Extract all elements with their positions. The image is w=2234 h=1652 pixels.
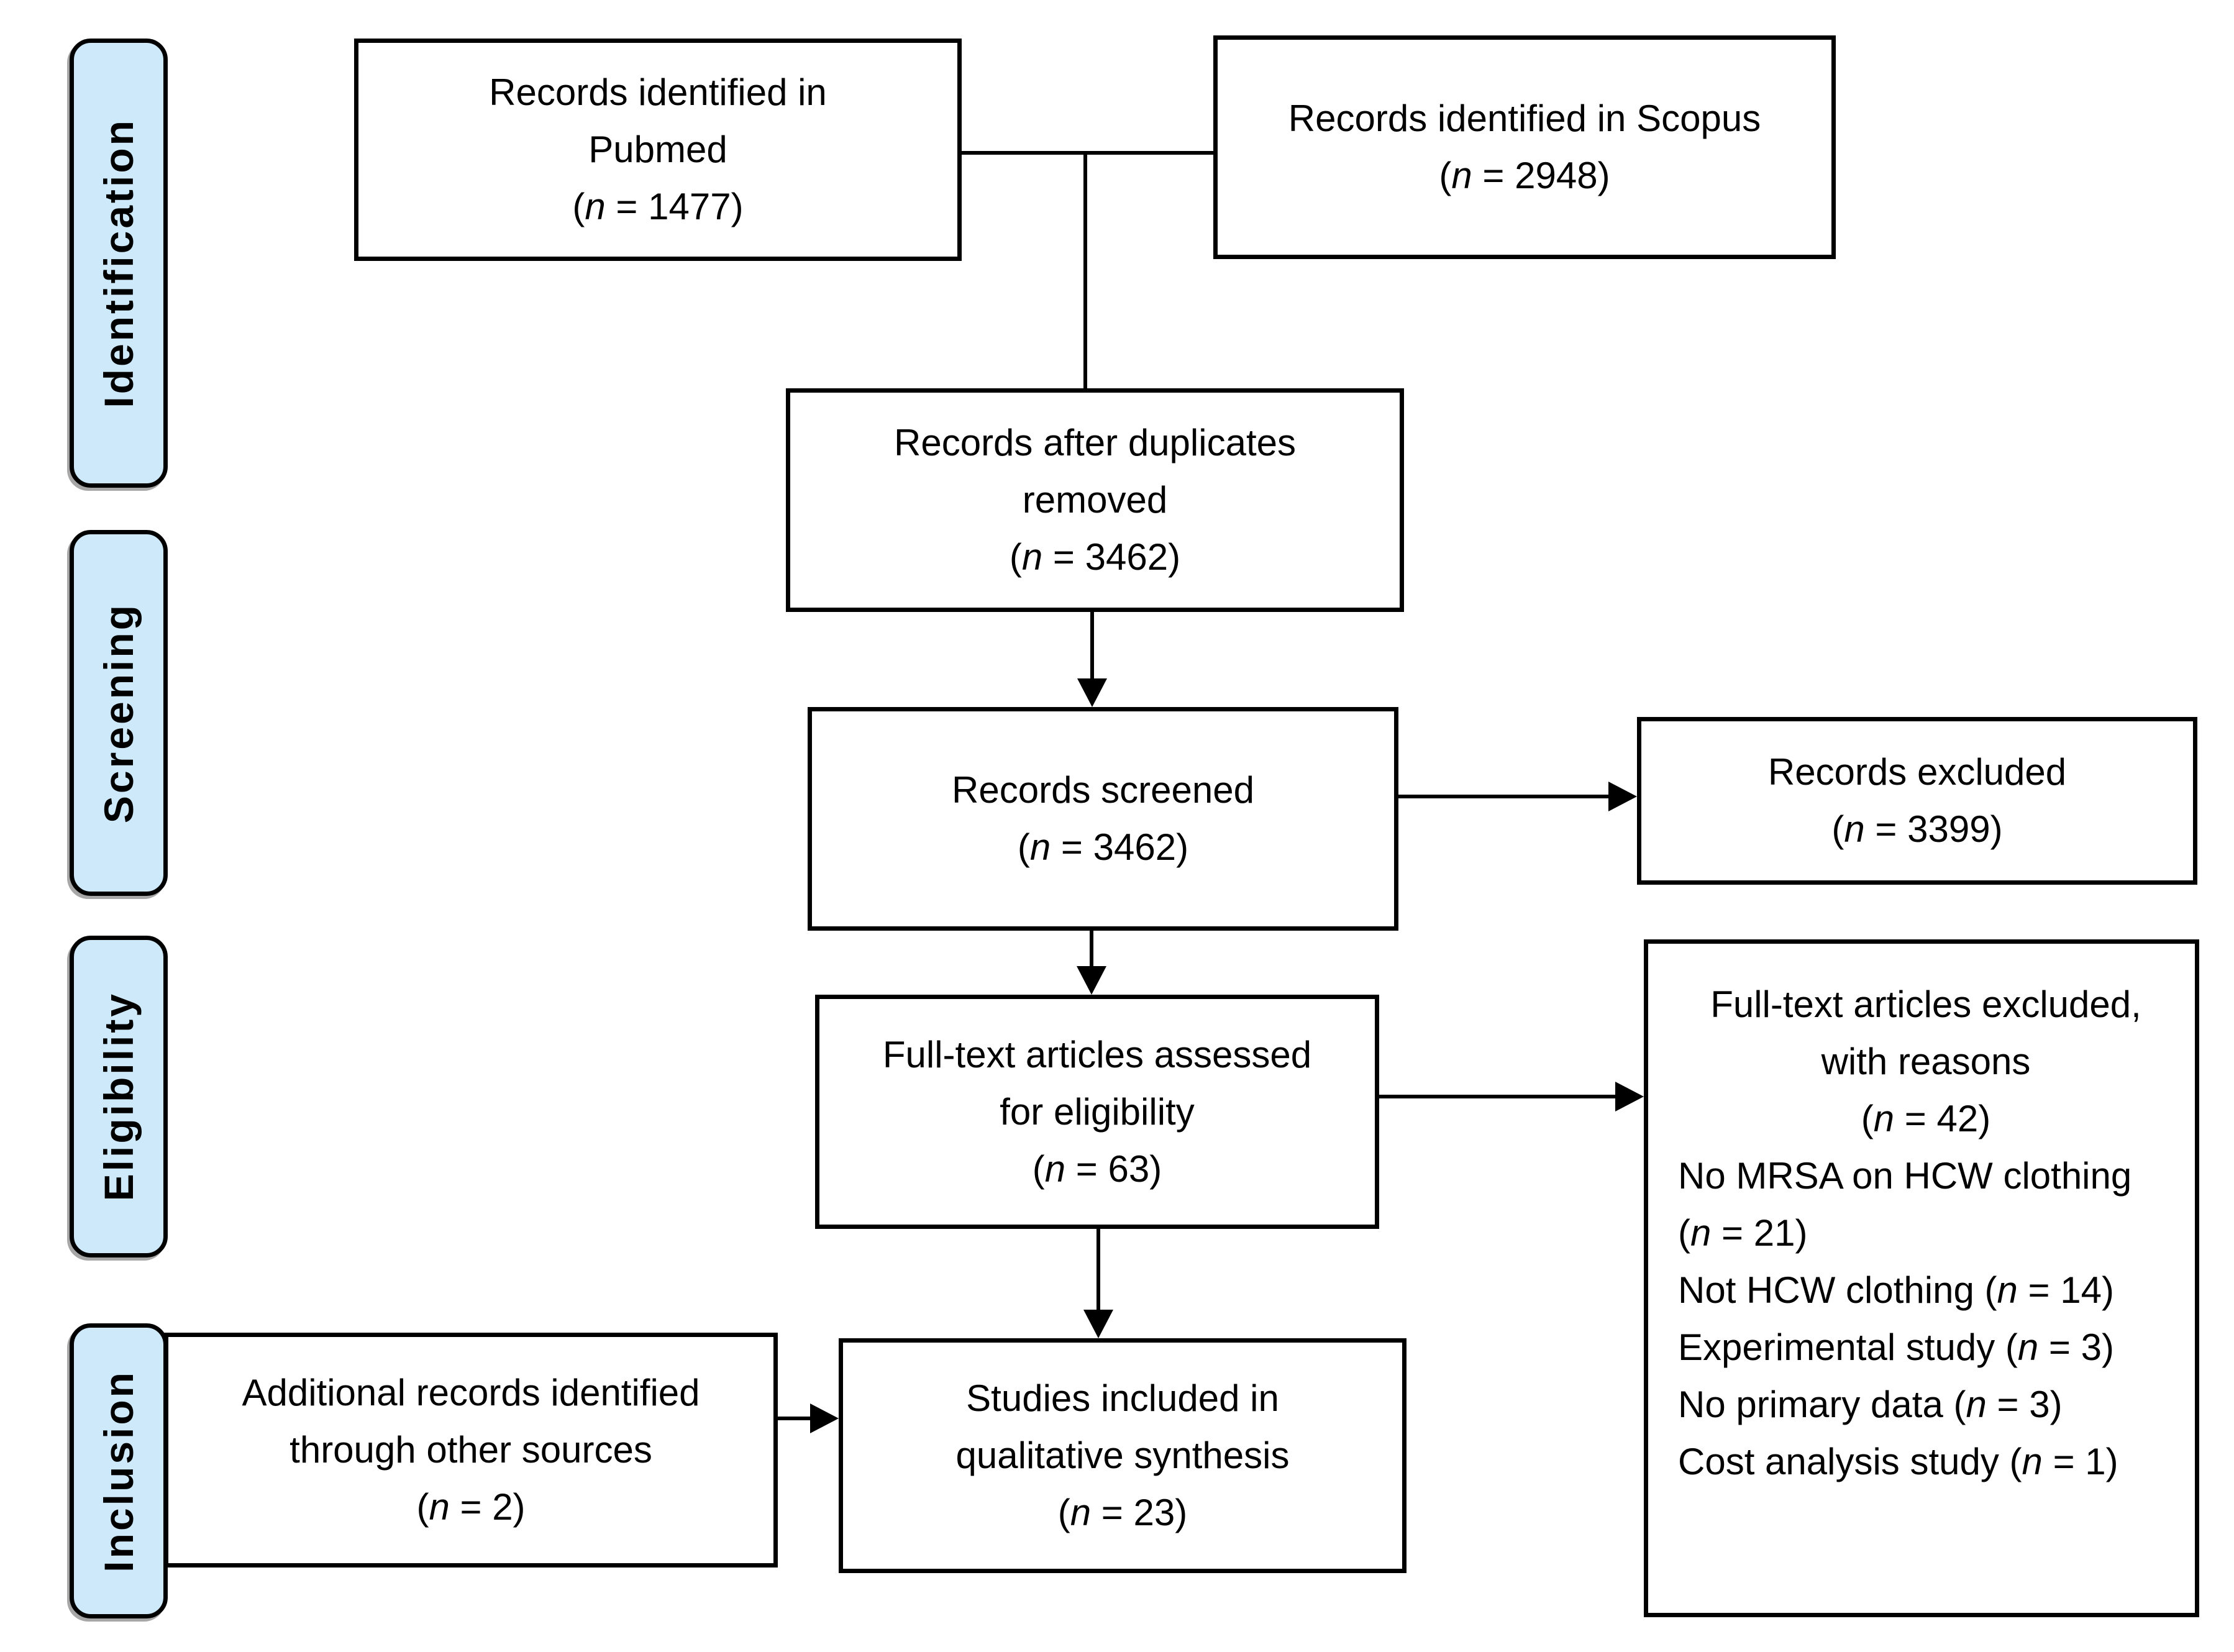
box-text-line: (n = 3462) <box>1017 826 1189 868</box>
box-text-line: qualitative synthesis <box>955 1435 1290 1476</box>
connector-fulltext-to-studies <box>1096 1229 1100 1312</box>
box-text-line: Full-text articles assessed <box>882 1033 1312 1075</box>
box-text-line: (n = 2948) <box>1439 155 1610 196</box>
box-text-line: (n = 21) <box>1678 1212 1808 1254</box>
box-text-line: Full-text articles excluded, <box>1710 983 2141 1025</box>
box-text-line: (n = 42) <box>1861 1098 1991 1139</box>
box-text-line: (n = 3462) <box>1009 536 1181 578</box>
box-fulltext-assessed: Full-text articles assessed for eligibili… <box>815 995 1379 1229</box>
phase-screening: Screening <box>70 530 168 896</box>
box-text-line: Records identified in Scopus <box>1288 98 1761 139</box>
box-text-line: Records screened <box>952 769 1254 811</box>
connector-screened-to-fulltext <box>1090 931 1093 969</box>
box-text-line: Additional records identified <box>242 1372 700 1413</box>
arrowhead-right-icon <box>1608 782 1637 811</box>
box-text-line: (n = 1477) <box>572 186 744 227</box>
connector-fulltext-to-reasons <box>1379 1095 1618 1098</box>
connector-additional-to-studies <box>778 1417 813 1420</box>
arrowhead-right-icon <box>810 1403 839 1433</box>
box-text-line: (n = 3399) <box>1831 808 2003 850</box>
box-records-screened: Records screened (n = 3462) <box>808 707 1398 931</box>
arrowhead-down-icon <box>1083 1310 1113 1338</box>
box-text-line: through other sources <box>290 1429 652 1471</box>
box-studies-included: Studies included in qualitative synthesis… <box>839 1338 1407 1573</box>
connector-screened-to-excluded <box>1398 795 1611 798</box>
phase-identification-label: Identification <box>96 118 142 408</box>
box-records-identified-scopus: Records identified in Scopus (n = 2948) <box>1213 35 1836 259</box>
box-text-line: with reasons <box>1821 1041 2031 1082</box>
phase-screening-label: Screening <box>96 602 142 824</box>
arrowhead-down-icon <box>1077 678 1107 707</box>
box-text-line: Records identified in <box>489 71 827 113</box>
box-text-line: Cost analysis study (n = 1) <box>1678 1441 2118 1482</box>
box-text-line: (n = 63) <box>1032 1148 1162 1190</box>
box-text-line: (n = 2) <box>416 1486 526 1528</box>
arrowhead-right-icon <box>1615 1082 1644 1111</box>
phase-eligibility: Eligibility <box>70 936 168 1257</box>
box-text-line: Records excluded <box>1767 751 2067 793</box>
phase-inclusion-label: Inclusion <box>96 1369 142 1572</box>
box-additional-records: Additional records identified through oth… <box>164 1333 778 1568</box>
connector-duplicates-to-screened <box>1090 612 1094 682</box>
box-text-line: removed <box>1022 479 1168 521</box>
phase-eligibility-label: Eligibility <box>96 992 142 1202</box>
box-records-excluded: Records excluded (n = 3399) <box>1637 717 2197 885</box>
box-text-line: Pubmed <box>588 129 727 170</box>
box-text-line: No MRSA on HCW clothing <box>1678 1155 2132 1197</box>
phase-identification: Identification <box>70 39 168 488</box>
box-text-line: Experimental study (n = 3) <box>1678 1326 2114 1368</box>
box-text-line: No primary data (n = 3) <box>1678 1384 2063 1425</box>
box-text-line: for eligibility <box>1000 1090 1195 1133</box>
box-text-line: Studies included in <box>966 1377 1279 1419</box>
box-records-identified-pubmed: Records identified in Pubmed (n = 1477) <box>354 39 962 261</box>
box-records-after-duplicates-removed: Records after duplicates removed (n = 3462… <box>786 388 1404 612</box>
box-text-line: Records after duplicates <box>894 422 1296 463</box>
phase-inclusion: Inclusion <box>70 1323 168 1618</box>
arrowhead-down-icon <box>1077 966 1106 995</box>
connector-top-vertical <box>1083 152 1087 391</box>
box-fulltext-excluded-reasons: Full-text articles excluded, with reasons… <box>1644 939 2199 1617</box>
box-text-line: (n = 23) <box>1057 1492 1188 1533</box>
box-text-line: Not HCW clothing (n = 14) <box>1678 1269 2114 1311</box>
connector-top-horizontal <box>962 151 1213 155</box>
